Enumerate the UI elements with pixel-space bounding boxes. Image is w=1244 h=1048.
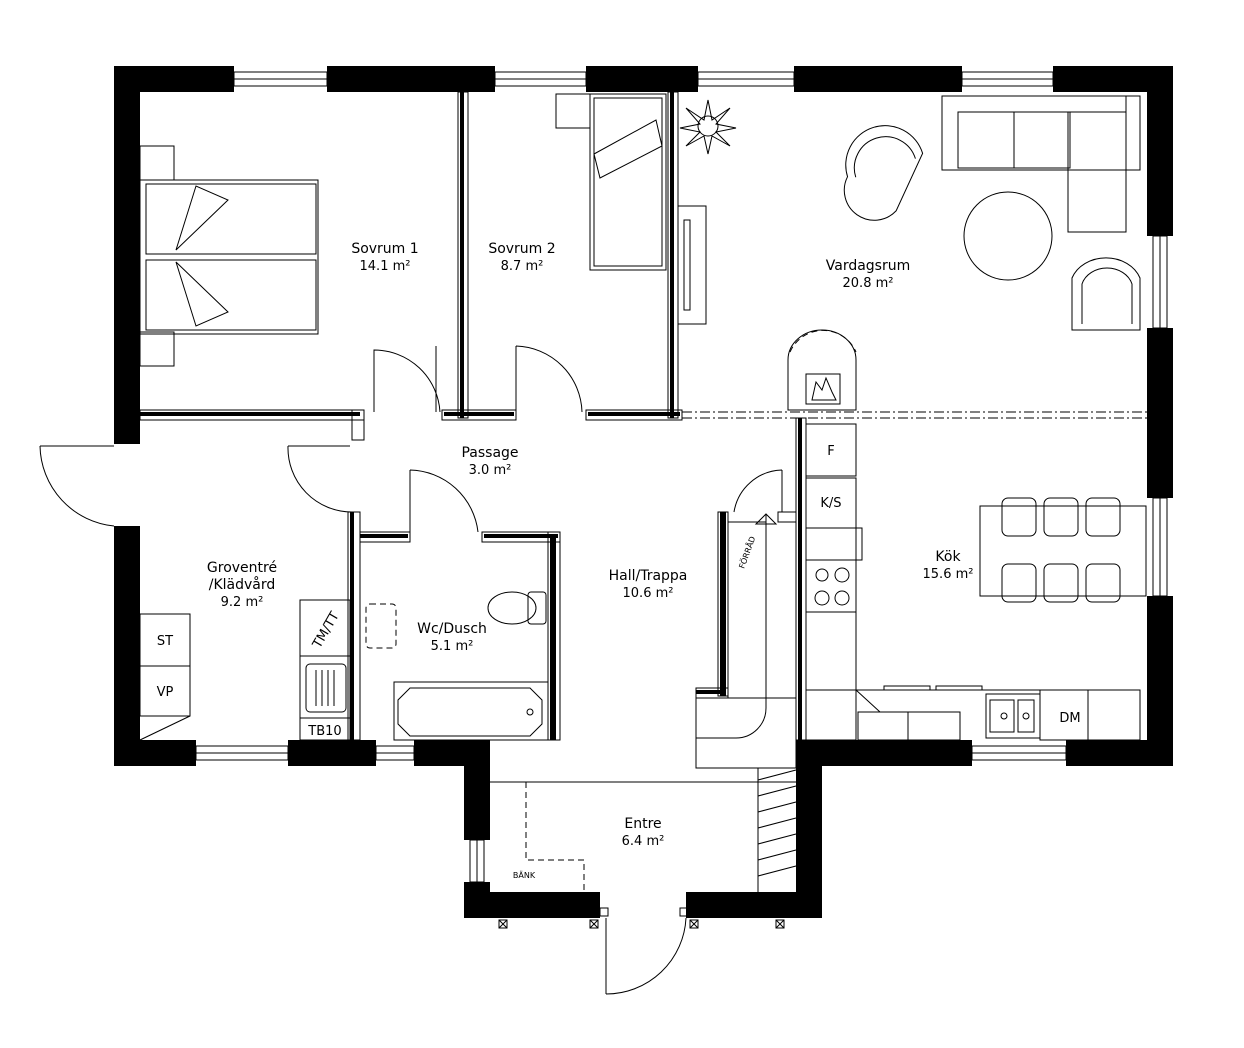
room-area-entre: 6.4 m² xyxy=(622,834,665,849)
dining-table-icon xyxy=(979,497,1147,603)
room-name-groventre: Groventré xyxy=(207,560,277,576)
bench-label: BÄNK xyxy=(513,870,536,880)
water-heater-label: VP xyxy=(157,685,174,700)
bench-outline xyxy=(525,782,585,892)
room-name-kok: Kök xyxy=(935,549,961,565)
exterior-walls xyxy=(114,66,1173,918)
room-labels: Sovrum 1 14.1 m² Sovrum 2 8.7 m² Vardags… xyxy=(207,241,974,849)
room-name-entre: Entre xyxy=(624,816,661,832)
fixture-labels: F K/S ST VP TM/TT TB10 DM FÖRRÅD BÄNK xyxy=(157,444,1081,880)
kitchen-counter xyxy=(805,423,1141,741)
windows xyxy=(195,71,1168,883)
room-area-wc: 5.1 m² xyxy=(431,639,474,654)
room-name-vardagsrum: Vardagsrum xyxy=(826,258,911,274)
fridge-label: F xyxy=(827,444,834,459)
room-area-hall: 10.6 m² xyxy=(623,586,674,601)
room-area-sovrum1: 14.1 m² xyxy=(360,259,411,274)
room-name-hall: Hall/Trappa xyxy=(609,568,688,584)
room-name-sovrum1: Sovrum 1 xyxy=(351,241,418,257)
room-area-sovrum2: 8.7 m² xyxy=(501,259,544,274)
wall-markers xyxy=(498,919,785,929)
doors xyxy=(39,345,783,995)
room-name-passage: Passage xyxy=(461,445,518,461)
sofa-icon xyxy=(941,95,1141,233)
plant-icon xyxy=(679,99,737,155)
tv-cabinet xyxy=(677,205,707,325)
interior-walls xyxy=(139,91,1147,741)
room-area-vardagsrum: 20.8 m² xyxy=(843,276,894,291)
dishwasher-label: DM xyxy=(1059,711,1080,726)
room-area-kok: 15.6 m² xyxy=(923,567,974,582)
bed-single xyxy=(555,93,667,271)
bed-double xyxy=(139,145,319,367)
fireplace-icon xyxy=(787,329,857,411)
room-area-groventre: 9.2 m² xyxy=(221,595,264,610)
armchair-icon-2 xyxy=(1071,257,1141,331)
laundry-sink-label: TB10 xyxy=(307,724,341,739)
bathroom-fixtures xyxy=(365,591,549,741)
washer-dryer-label: TM/TT xyxy=(310,609,343,651)
room-name-wc: Wc/Dusch xyxy=(417,621,487,637)
laundry-fixtures xyxy=(139,599,351,741)
room-name-sovrum2: Sovrum 2 xyxy=(488,241,555,257)
coffee-table-icon xyxy=(963,191,1053,281)
room-area-passage: 3.0 m² xyxy=(469,463,512,478)
closet-label: FÖRRÅD xyxy=(736,534,758,569)
storage-cabinet-label: ST xyxy=(157,634,173,649)
armchair-icon xyxy=(843,125,924,221)
stairs xyxy=(490,513,797,892)
freezer-label: K/S xyxy=(820,496,841,511)
room-name-groventre-line2: /Klädvård xyxy=(209,576,276,593)
